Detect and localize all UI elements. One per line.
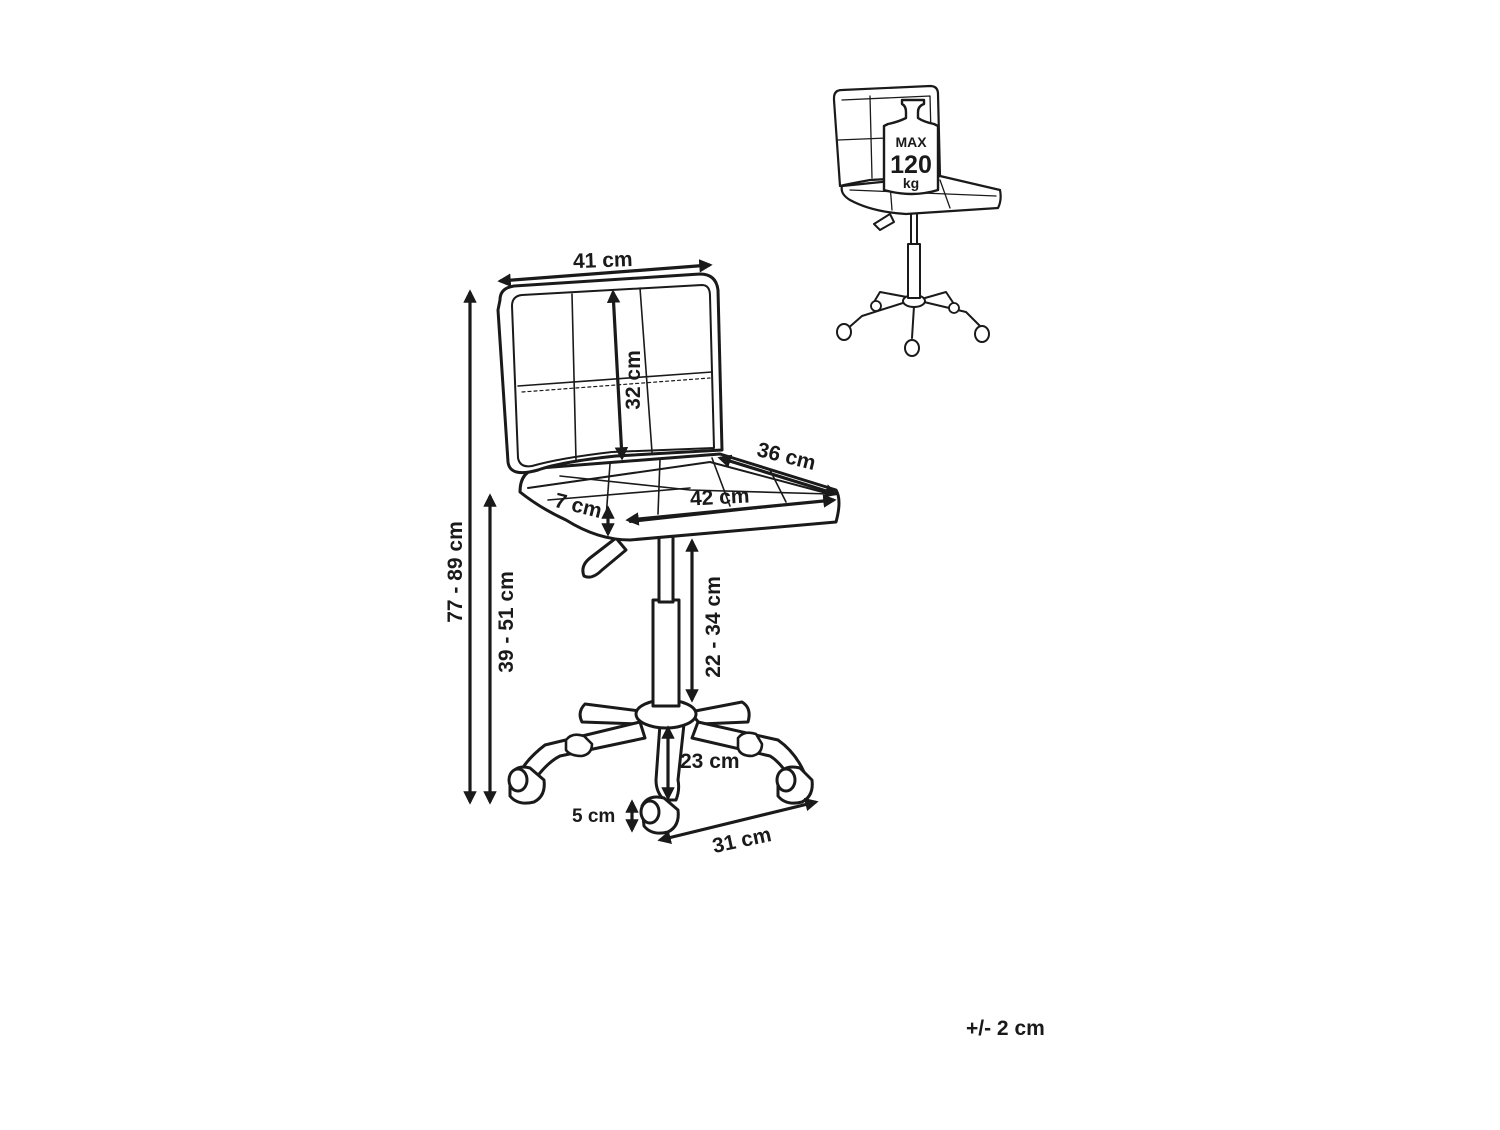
small-seat: [840, 174, 1002, 216]
label-backrest-height: 32 cm: [622, 350, 645, 410]
label-base-radius: 23 cm: [680, 750, 740, 773]
load-capacity-chair-drawing: MAX 120 kg: [832, 84, 1002, 357]
label-backrest-width: 41 cm: [573, 248, 633, 273]
label-gas-lift: 22 - 34 cm: [702, 576, 725, 678]
max-load-unit: kg: [903, 175, 919, 191]
label-total-height: 77 - 89 cm: [444, 521, 467, 623]
small-base: [836, 291, 990, 357]
label-caster-height: 5 cm: [572, 806, 615, 827]
max-load-value: 120: [890, 151, 932, 179]
label-seat-width: 42 cm: [689, 484, 750, 510]
dim-line-backrest-width: [497, 259, 713, 287]
dim-line-seat-depth: [717, 454, 839, 498]
height-lever: [581, 536, 628, 579]
caster-front-right: [775, 765, 814, 805]
weight-icon: MAX 120 kg: [882, 98, 940, 196]
small-gas-lift: [873, 211, 921, 299]
dim-line-backrest-height: [606, 289, 629, 461]
label-seat-height: 39 - 51 cm: [495, 571, 518, 673]
caster-back-left: [564, 733, 594, 758]
tolerance-note: +/- 2 cm: [966, 1017, 1045, 1040]
backrest: [496, 272, 724, 475]
gas-lift: [651, 534, 681, 708]
caster-back-right: [736, 731, 764, 758]
caster-front-center: [639, 795, 680, 835]
caster-front-left: [507, 765, 546, 805]
dim-line-seat-width: [625, 494, 837, 526]
dimension-lines: [463, 259, 839, 844]
dim-line-base-leg-span: [657, 798, 819, 844]
label-base-leg-span: 31 cm: [710, 823, 773, 858]
max-load-label: MAX: [895, 134, 927, 150]
